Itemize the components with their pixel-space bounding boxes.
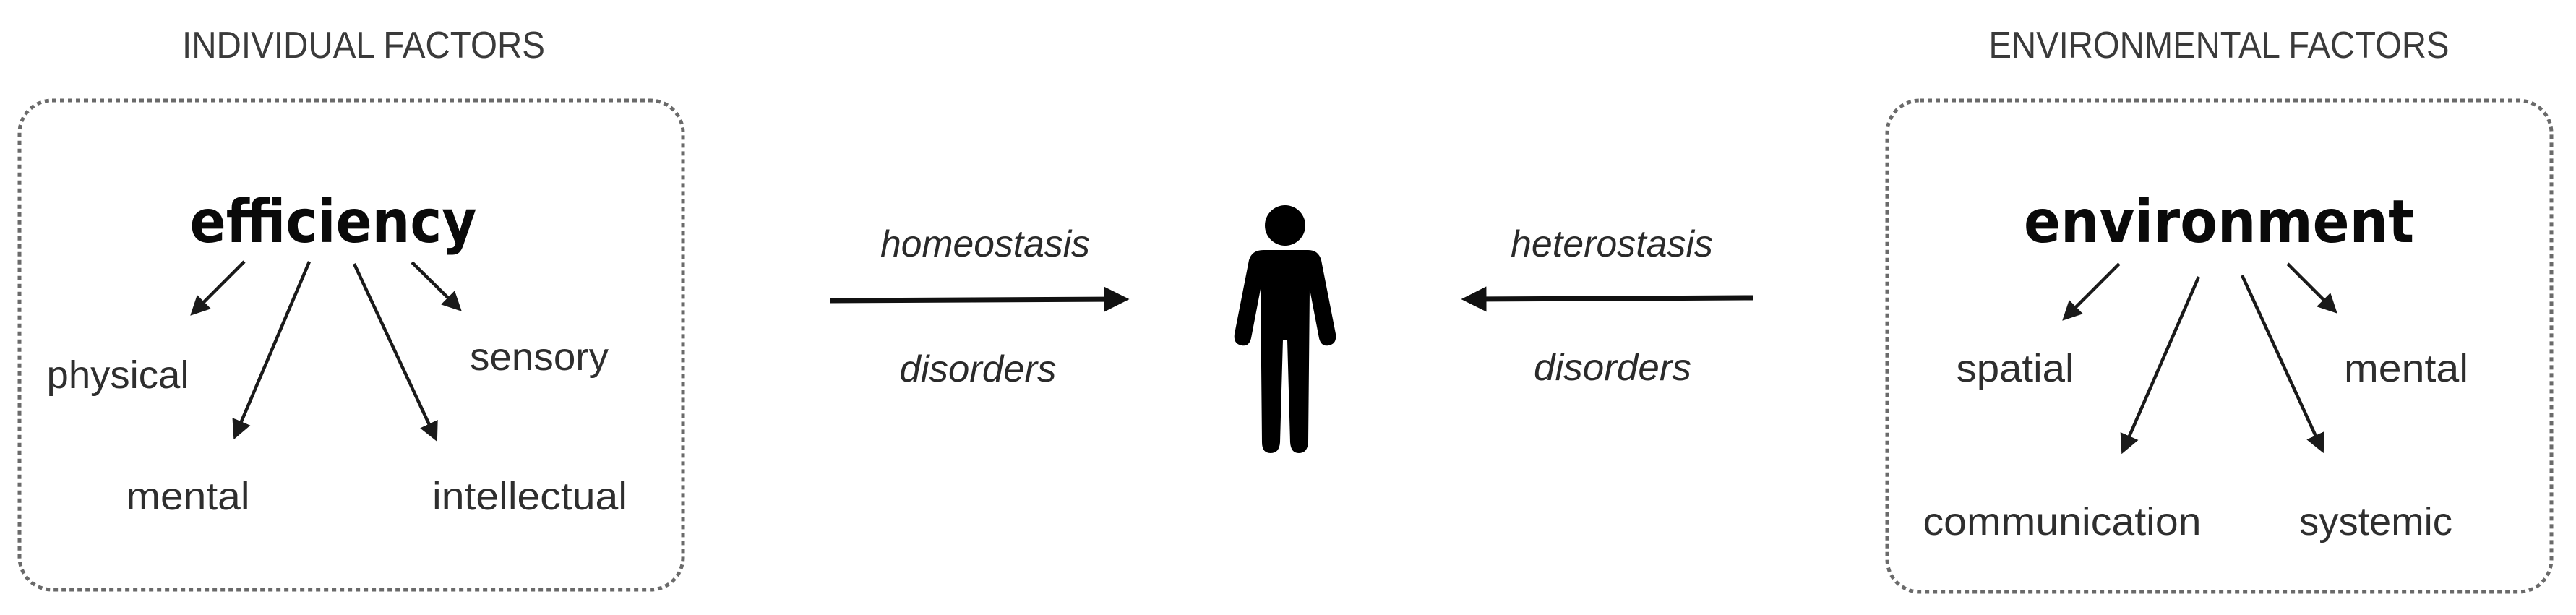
factor-communication: communication [1923,500,2202,543]
label-disorders-left: disorders [900,348,1057,390]
arrow-to-intellectual [352,263,438,442]
factor-sensory: sensory [470,335,609,379]
label-heterostasis: heterostasis [1511,223,1713,265]
panel-title-environmental: ENVIRONMENTAL FACTORS [1989,25,2450,66]
arrow-to-sensory [411,261,462,311]
arrow-to-mental-env [2286,262,2337,314]
arrow-to-systemic [2240,275,2324,454]
environmental-factors-panel: ENVIRONMENTAL FACTORS environment spatia… [1885,25,2554,594]
factor-physical: physical [47,353,189,397]
main-term-environment: environment [2024,188,2414,257]
individual-factors-panel: INDIVIDUAL FACTORS efficiency physical s… [17,25,685,592]
arrow-to-physical [190,260,246,316]
panel-title-individual: INDIVIDUAL FACTORS [182,25,545,66]
arrow-homeostasis-to-person [829,286,1130,312]
factor-mental-env: mental [2344,347,2468,390]
factor-systemic: systemic [2299,500,2452,543]
arrow-to-mental [232,261,312,440]
label-disorders-right: disorders [1534,347,1691,389]
factor-spatial: spatial [1957,347,2074,390]
main-term-efficiency: efficiency [190,188,477,257]
arrow-heterostasis-to-person [1461,286,1753,312]
label-homeostasis: homeostasis [880,223,1090,265]
arrow-to-communication [2120,276,2201,455]
person-icon [1234,205,1336,453]
center-flow: homeostasis disorders heterostasis disor… [829,205,1753,453]
arrow-to-spatial [2062,262,2121,321]
factor-mental: mental [126,475,250,518]
individual-factors-box [17,98,685,592]
factor-intellectual: intellectual [432,475,627,518]
environmental-factors-box [1885,98,2554,594]
